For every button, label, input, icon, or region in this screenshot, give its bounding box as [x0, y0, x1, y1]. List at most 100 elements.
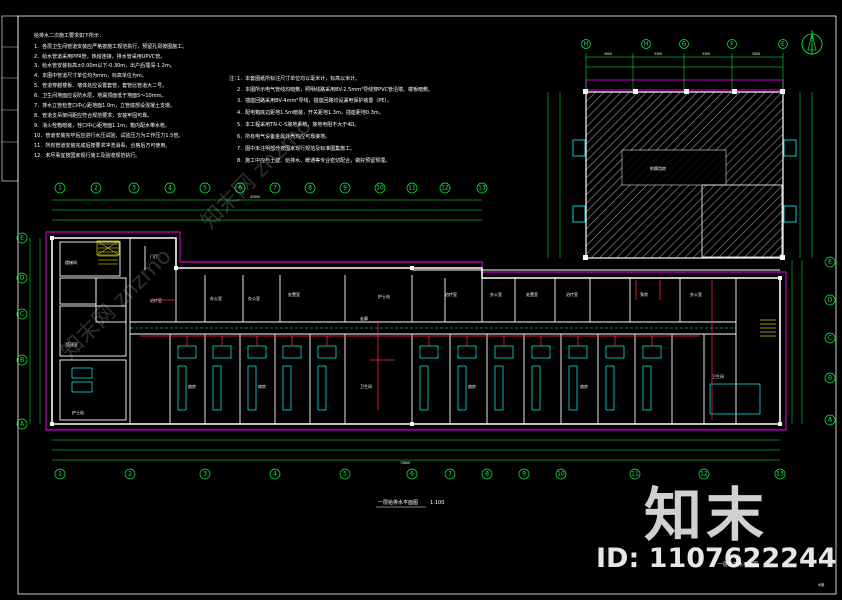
axis-label-left: C	[20, 311, 24, 318]
watermark-logo: 知末	[644, 481, 769, 549]
annex-dimensions	[547, 53, 813, 258]
axis-label-bottom: 9	[522, 471, 526, 478]
door-label: 门厅	[150, 253, 158, 259]
axis-label-right: B	[828, 375, 832, 382]
axis-label-top: 12	[441, 185, 449, 192]
room-label: 办公室	[690, 291, 702, 297]
axis-bubbles-bottom: 1 2 3 4 5 6 7 8 9 10 11 12 13	[54, 468, 786, 480]
axis-label-right: E	[828, 259, 832, 266]
room-label: 治疗室	[445, 291, 457, 297]
room-label: 护士站	[378, 293, 390, 299]
room-label: 办公室	[490, 291, 502, 297]
axis-label-right: A	[828, 417, 833, 424]
annex-axis-label: H	[644, 41, 649, 48]
notes-left-line: 9．消火栓箱暗装，栓口中心距地面1.1m，箱内配水带水枪。	[34, 122, 170, 129]
notes-right-line: 5．本工程采用TN-C-S接地系统，接地电阻不大于4Ω。	[237, 121, 359, 128]
notes-right-line: 8．施工中应与土建、给排水、暖通等专业密切配合，做好预留预埋。	[237, 157, 390, 164]
axis-label-top: 4	[168, 185, 172, 192]
axis-label-top: 2	[94, 185, 98, 192]
axis-label-right: D	[828, 297, 833, 304]
annex-dim: 3000	[604, 52, 612, 56]
notes-left-line: 1．各层卫生间管道安装应严格按施工规范执行，预留孔洞按图施工。	[34, 43, 187, 50]
axis-label-bottom: 13	[776, 471, 784, 478]
svg-text:知末网 znzmo: 知末网 znzmo	[197, 114, 317, 234]
ward-label: 病房	[188, 383, 196, 389]
axis-label-top: 3	[132, 185, 136, 192]
dim-text: 42000	[250, 195, 260, 199]
annex-axis-label: E	[781, 41, 785, 48]
axis-label-bottom: 7	[448, 471, 452, 478]
axis-bubbles-sides: E D C B A E D C B A	[16, 232, 836, 430]
annex-plan: 附属用房 3000 3300 3300 3000	[547, 30, 823, 260]
notes-left-line: 2．给水管道采用PPR管，热熔连接，排水管采用UPVC管。	[34, 53, 165, 60]
room-label: 处置室	[288, 291, 300, 297]
notes-left-line: 12．未尽事宜按国家现行施工及验收规范执行。	[34, 152, 140, 159]
annex-axis-label: F	[730, 41, 734, 48]
corridor-label: 走廊	[360, 315, 368, 321]
ward-label: 病房	[258, 383, 266, 389]
annex-equipment	[572, 139, 797, 223]
notes-left-line: 6．卫生间地面应设防水层，地漏顶面低于地面5～10mm。	[34, 92, 166, 99]
ward-partitions	[169, 334, 705, 424]
annex-dim: 3300	[654, 52, 662, 56]
notes-left-line: 8．管道支吊架间距应符合规范要求，安装牢固可靠。	[34, 112, 152, 119]
room-label: 治疗室	[566, 291, 578, 297]
caption-scale: 1:100	[430, 500, 444, 506]
drawing-caption: 一层给排水平面图 1:100 一层给排水平面图 水施	[376, 499, 825, 587]
sheet-no: 水施	[818, 582, 825, 587]
diagonal-watermark: 知末网 znzmo 知末网 znzmo	[57, 114, 317, 364]
annex-dim: 3300	[702, 52, 710, 56]
annex-roof-strip	[585, 79, 784, 91]
room-label: 办公室	[248, 295, 260, 301]
axis-label-top: 1	[58, 185, 62, 192]
toilet-label: 卫生间	[712, 373, 724, 379]
axis-label-top: 9	[343, 185, 347, 192]
axis-label-bottom: 1	[58, 471, 62, 478]
notes-right: 注： 1．本套图纸所标注尺寸单位均以毫米计，标高以米计。 2．本图所示电气管线均…	[229, 75, 433, 164]
ward-label: 病房	[468, 383, 476, 389]
annex-axis-bubbles: H H G F E	[581, 39, 788, 49]
axis-label-left: B	[20, 357, 24, 364]
axis-label-bottom: 11	[631, 471, 639, 478]
notes-left-line: 7．排水立管检查口中心距地面1.0m，立管底部设混凝土支墩。	[34, 102, 175, 109]
caption-small: 一层给排水平面图	[718, 561, 758, 568]
notes-left-line: 11．所有管道安装完成后按要求冲洗消毒，合格后方可使用。	[34, 142, 170, 149]
notes-right-line: 3．插座回路采用BV-4mm²导线，插座回路均设漏电保护装置（PE）。	[237, 97, 392, 104]
annex-inner-block	[621, 149, 727, 186]
ward-label: 病房	[580, 383, 588, 389]
notes-right-line: 2．本图所示电气管线均暗敷，照明线路采用BV-2.5mm²导线穿PVC管沿墙、楼…	[237, 86, 433, 93]
axis-bubbles-top: 1 2 3 4 5 6 7 8 9 10 11 12 13	[54, 182, 488, 194]
upper-rooms	[175, 268, 780, 424]
axis-label-bottom: 2	[128, 471, 132, 478]
notes-left-line: 5．管道穿越楼板、墙体处应设置套管，套管比管道大二号。	[34, 82, 167, 89]
dimension-lines	[29, 199, 803, 461]
room-label: 办公室	[210, 295, 222, 301]
annex-axis-label: G	[682, 41, 687, 48]
annex-columns	[583, 89, 785, 260]
axis-label-bottom: 12	[700, 471, 708, 478]
nurse-label: 护士站	[72, 409, 84, 415]
annex-side-room	[701, 184, 783, 258]
structural-columns	[50, 236, 782, 426]
duty-label: 值班室	[66, 341, 78, 347]
north-arrow-icon	[801, 30, 823, 55]
notes-left-line: 4．本图中管道尺寸单位均为mm，标高单位为m。	[34, 72, 147, 79]
axis-label-left: E	[20, 235, 24, 242]
notes-left-heading: 给排水二次施工要求如下所示：	[34, 32, 104, 39]
stair-label: 楼梯间	[65, 259, 77, 265]
axis-label-top: 13	[478, 185, 486, 192]
annex-label: 附属用房	[650, 165, 666, 171]
ward-toilet-fixtures	[71, 345, 761, 415]
left-wing	[59, 238, 146, 424]
axis-label-top: 11	[408, 185, 416, 192]
notes-left: 给排水二次施工要求如下所示： 1．各层卫生间管道安装应严格按施工规范执行，预留孔…	[34, 32, 187, 159]
axis-label-top: 10	[376, 185, 384, 192]
axis-label-right: C	[828, 335, 832, 342]
notes-right-line: 4．配电箱底边距地1.5m暗装，开关距地1.3m，插座距地0.3m。	[237, 109, 384, 116]
stair-box-icon	[96, 240, 120, 256]
notes-left-line: 10．管道安装完毕后应进行水压试验，试验压力为工作压力1.5倍。	[34, 132, 183, 139]
drawing-frame	[17, 15, 837, 595]
axis-label-bottom: 3	[203, 471, 207, 478]
axis-label-bottom: 4	[273, 471, 277, 478]
